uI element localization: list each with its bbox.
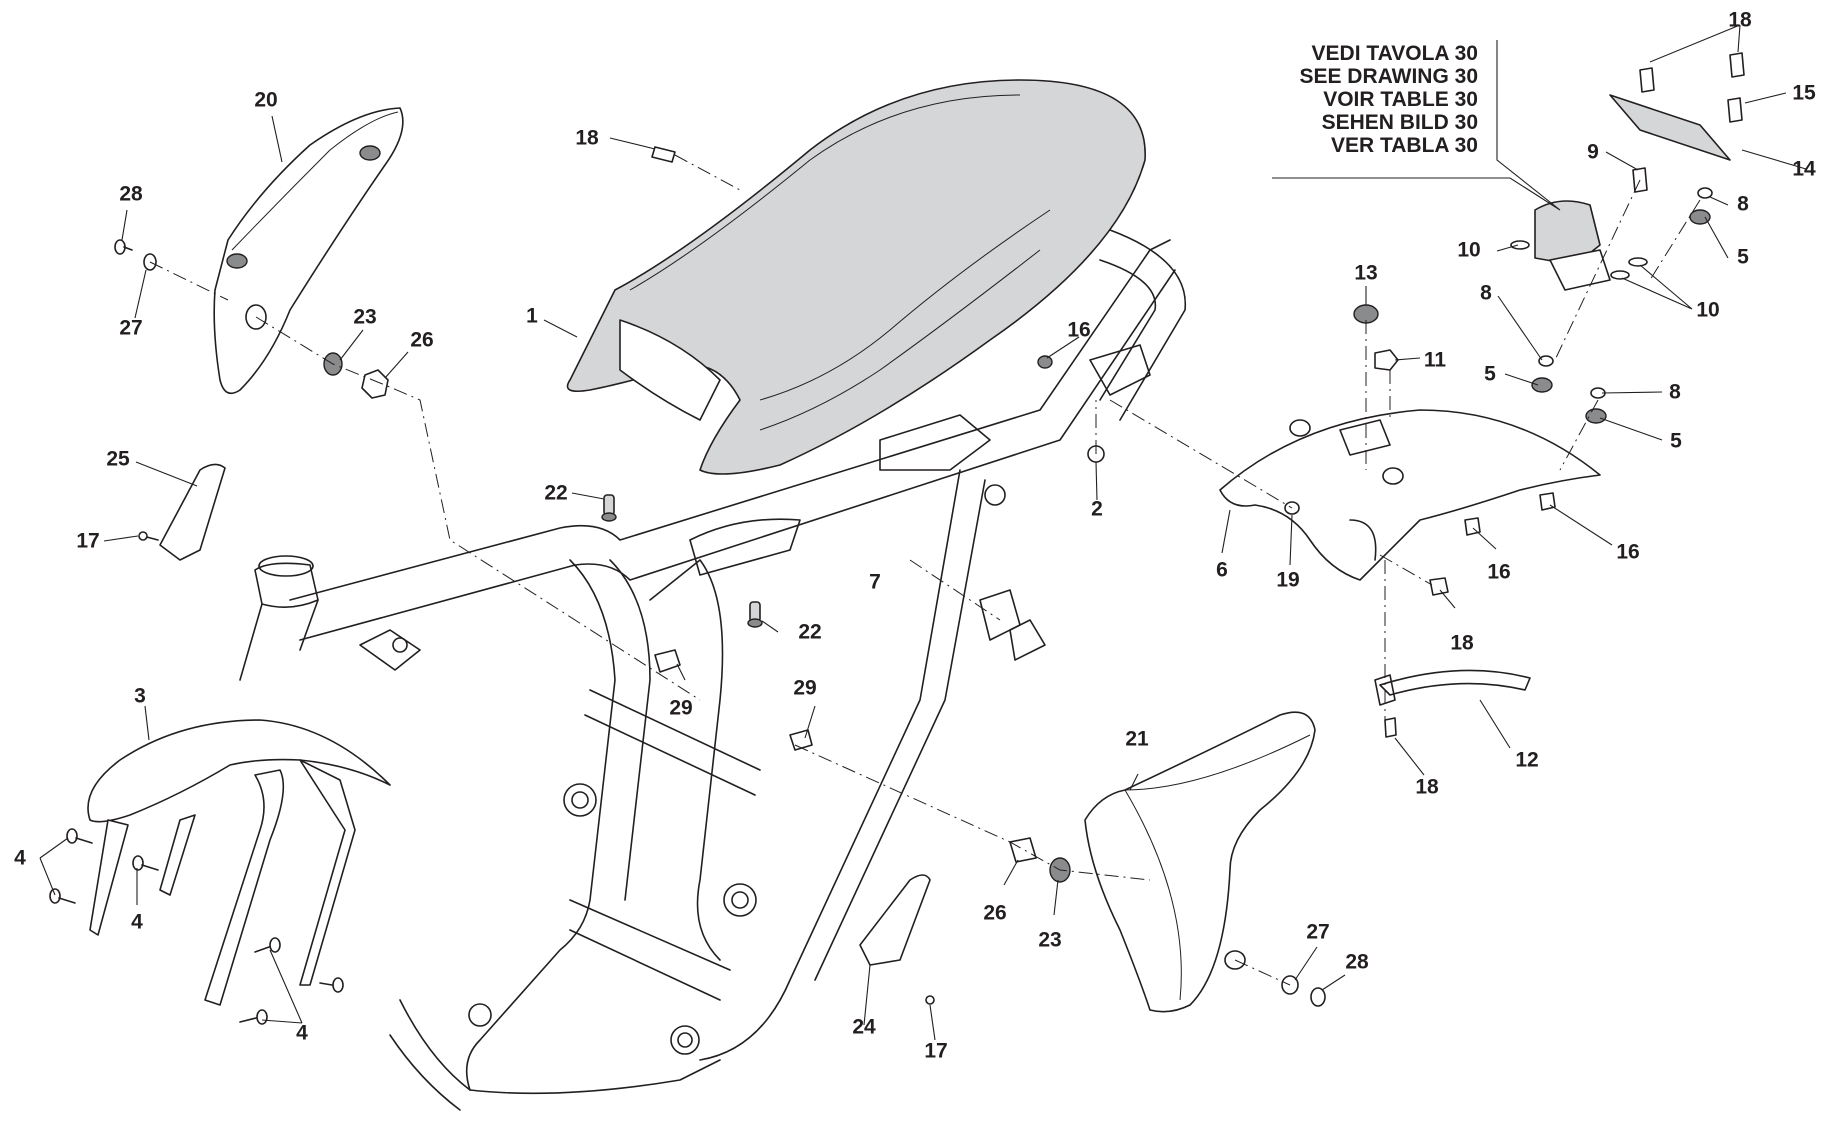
note-line-spanish: VER TABLA 30 — [1330, 134, 1478, 157]
callout-5: 5 — [1737, 245, 1749, 269]
callout-28: 28 — [119, 182, 143, 206]
callout-4: 4 — [296, 1021, 308, 1045]
callout-25: 25 — [106, 447, 130, 471]
callout-12: 12 — [1515, 748, 1539, 772]
note-line-french: VOIR TABLE 30 — [1323, 88, 1478, 111]
note-line-german: SEHEN BILD 30 — [1321, 111, 1478, 134]
callout-24: 24 — [852, 1015, 876, 1039]
callout-2: 2 — [1091, 497, 1103, 521]
callout-13: 13 — [1354, 261, 1378, 285]
callout-18: 18 — [575, 126, 599, 150]
callout-20: 20 — [254, 88, 278, 112]
callout-18: 18 — [1728, 8, 1752, 32]
callout-16: 16 — [1487, 560, 1511, 584]
callout-16: 16 — [1616, 540, 1640, 564]
callout-29: 29 — [793, 676, 817, 700]
callout-18: 18 — [1415, 775, 1439, 799]
callout-16: 16 — [1067, 318, 1091, 342]
leader-lines — [39, 24, 1807, 1041]
callout-29: 29 — [669, 696, 693, 720]
assembly-lines — [149, 154, 1701, 986]
callout-23: 23 — [1038, 928, 1062, 952]
callout-26: 26 — [983, 901, 1007, 925]
callout-26: 26 — [410, 328, 434, 352]
left-side-panel — [213, 107, 404, 395]
rear-fender-strip — [1374, 669, 1531, 706]
callout-22: 22 — [544, 481, 568, 505]
callout-3: 3 — [134, 684, 146, 708]
reference-note: VEDI TAVOLA 30 SEE DRAWING 30 VOIR TABLE… — [1299, 42, 1478, 157]
callout-11: 11 — [1423, 348, 1447, 372]
callout-8: 8 — [1480, 281, 1492, 305]
callout-5: 5 — [1484, 362, 1496, 386]
callout-4: 4 — [14, 846, 26, 870]
callout-14: 14 — [1792, 157, 1816, 181]
note-line-italian: VEDI TAVOLA 30 — [1311, 42, 1478, 65]
fasteners — [49, 52, 1745, 1025]
callout-22: 22 — [798, 620, 822, 644]
callout-10: 10 — [1457, 238, 1481, 262]
callout-9: 9 — [1587, 140, 1599, 164]
callout-8: 8 — [1737, 192, 1749, 216]
callout-19: 19 — [1276, 568, 1300, 592]
brackets — [159, 463, 931, 966]
callout-17: 17 — [76, 529, 100, 553]
callout-7: 7 — [869, 570, 881, 594]
rear-fender — [1219, 409, 1601, 581]
callout-10: 10 — [1696, 298, 1720, 322]
right-side-panel — [1084, 711, 1316, 1013]
callout-4: 4 — [131, 910, 143, 934]
callout-27: 27 — [119, 316, 143, 340]
note-pointer-line — [1272, 40, 1561, 211]
seat — [566, 79, 1146, 475]
frame — [239, 229, 1187, 1111]
callout-5: 5 — [1670, 429, 1682, 453]
callout-6: 6 — [1216, 558, 1228, 582]
callout-17: 17 — [924, 1039, 948, 1063]
callout-15: 15 — [1792, 81, 1816, 105]
callout-23: 23 — [353, 305, 377, 329]
callout-28: 28 — [1345, 950, 1369, 974]
callout-8: 8 — [1669, 380, 1681, 404]
callout-18: 18 — [1450, 631, 1474, 655]
callout-27: 27 — [1306, 920, 1330, 944]
tail-housing — [1534, 94, 1731, 291]
note-line-english: SEE DRAWING 30 — [1299, 65, 1478, 88]
callout-21: 21 — [1125, 727, 1149, 751]
callout-1: 1 — [526, 304, 538, 328]
front-fender — [87, 719, 391, 1006]
